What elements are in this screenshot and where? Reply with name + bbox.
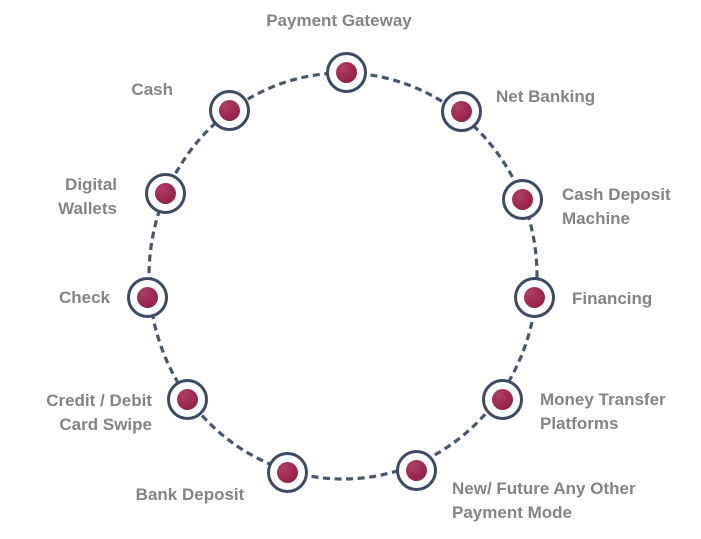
label-line: New/ Future Any Other — [452, 479, 636, 498]
label-check: Check — [59, 286, 110, 310]
node-new-future-mode — [396, 450, 437, 491]
node-dot-icon — [155, 183, 176, 204]
label-line: Wallets — [58, 199, 117, 218]
node-dot-icon — [524, 287, 545, 308]
label-line: Card Swipe — [59, 415, 152, 434]
node-dot-icon — [451, 101, 472, 122]
label-line: Net Banking — [496, 87, 596, 106]
label-net-banking: Net Banking — [496, 85, 595, 109]
label-financing: Financing — [572, 287, 652, 311]
node-dot-icon — [512, 189, 533, 210]
node-check — [127, 277, 168, 318]
label-line: Machine — [562, 209, 631, 228]
label-line: Financing — [572, 289, 653, 308]
label-payment-gateway: Payment Gateway — [266, 9, 412, 33]
node-payment-gateway — [326, 52, 367, 93]
node-dot-icon — [406, 460, 427, 481]
node-digital-wallets — [145, 173, 186, 214]
node-financing — [514, 277, 555, 318]
center-blank-box — [248, 250, 456, 309]
label-line: Check — [58, 288, 110, 307]
cycle-ellipse — [147, 71, 539, 481]
node-cash — [209, 90, 250, 131]
label-cash: Cash — [131, 78, 173, 102]
node-dot-icon — [336, 62, 357, 83]
label-line: Bank Deposit — [135, 485, 245, 504]
node-credit-debit-card-swipe — [167, 379, 208, 420]
label-line: Credit / Debit — [46, 391, 152, 410]
node-bank-deposit — [267, 452, 308, 493]
label-bank-deposit: Bank Deposit — [136, 483, 245, 507]
label-line: Cash — [131, 80, 173, 99]
label-line: Cash Deposit — [562, 185, 671, 204]
label-line: Payment Gateway — [266, 11, 412, 30]
node-money-transfer — [482, 379, 523, 420]
label-line: Platforms — [540, 414, 619, 433]
label-line: Money Transfer — [540, 390, 666, 409]
node-dot-icon — [137, 287, 158, 308]
node-dot-icon — [177, 389, 198, 410]
node-dot-icon — [277, 462, 298, 483]
node-dot-icon — [219, 100, 240, 121]
node-dot-icon — [492, 389, 513, 410]
node-net-banking — [441, 91, 482, 132]
label-line: Digital — [65, 175, 117, 194]
label-line: Payment Mode — [452, 503, 572, 522]
node-cash-deposit-machine — [502, 179, 543, 220]
